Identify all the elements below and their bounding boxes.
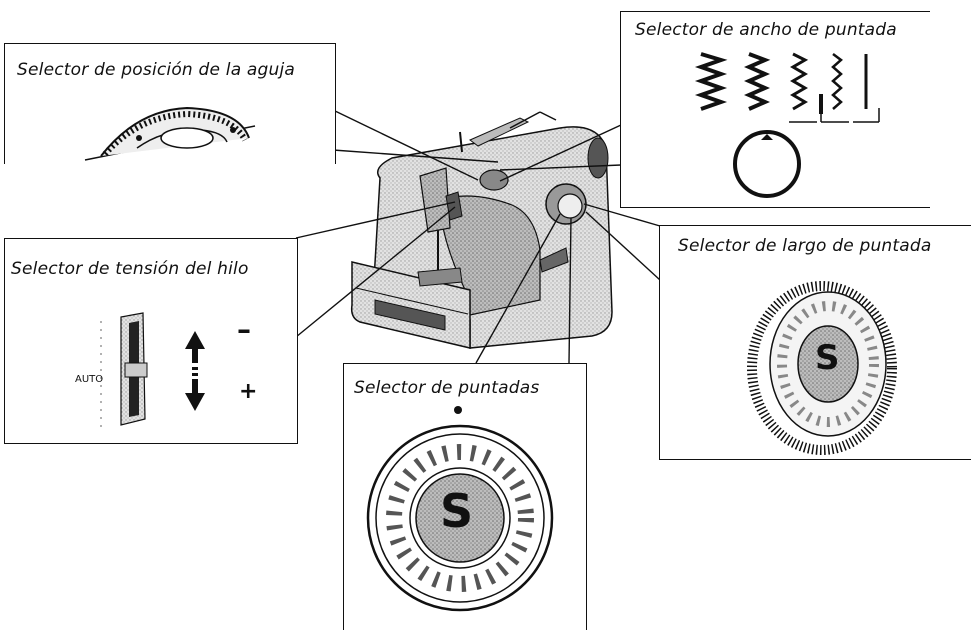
stitch-width-label: Selector de ancho de puntada: [635, 20, 897, 40]
leader-lines: [295, 109, 661, 364]
zigzag-medium: [744, 52, 771, 111]
zigzag-thin: [831, 53, 843, 110]
leader-width-b: [499, 164, 622, 171]
selector-marker-dot: [454, 406, 462, 414]
stitch-length-label: Selector de largo de puntada: [678, 236, 932, 256]
stitch-width-diagram: [694, 52, 880, 198]
thread-tension-label: Selector de tensión del hilo: [11, 259, 249, 279]
arrow-down-icon: [185, 379, 205, 411]
width-dial-ring: [733, 130, 801, 198]
stitch-selector-panel: Selector de puntadas S: [343, 363, 587, 630]
leader-needle-b: [332, 149, 499, 163]
leader-stitch-b: [568, 217, 572, 364]
thread-tension-panel: Selector de tensión del hilo AUTO – +: [4, 238, 298, 444]
width-dial-marker: [761, 134, 773, 140]
leader-needle-a: [332, 109, 479, 181]
needle-position-label: Selector de posición de la aguja: [17, 60, 296, 80]
stitch-length-dial: [747, 281, 897, 455]
stitch-length-dial-letter: S: [815, 338, 840, 378]
tension-minus-symbol: –: [237, 313, 251, 346]
needle-position-dial: [84, 106, 256, 161]
stitch-width-panel: Selector de ancho de puntada: [620, 11, 930, 208]
leader-width-a: [499, 124, 622, 182]
leader-tension-a: [295, 201, 456, 239]
sewing-machine: [350, 111, 613, 349]
tension-plus-symbol: +: [239, 379, 258, 404]
needle-position-panel: Selector de posición de la aguja: [4, 43, 336, 164]
stitch-selector-dial: [366, 406, 554, 612]
stitch-selector-label: Selector de puntadas: [354, 378, 540, 398]
leader-length-a: [583, 203, 661, 227]
zigzag-wide: [694, 52, 728, 111]
tension-dial: [100, 312, 205, 427]
tension-auto-label: AUTO: [75, 374, 104, 385]
stitch-selector-dial-letter: S: [440, 484, 474, 538]
zigzag-narrow: [790, 52, 809, 111]
stitch-length-panel: Selector de largo de puntada S: [659, 225, 971, 460]
leader-tension-b: [295, 206, 456, 338]
leader-stitch-a: [475, 213, 561, 364]
arrow-up-icon: [185, 331, 205, 363]
leader-length-b: [585, 211, 661, 281]
